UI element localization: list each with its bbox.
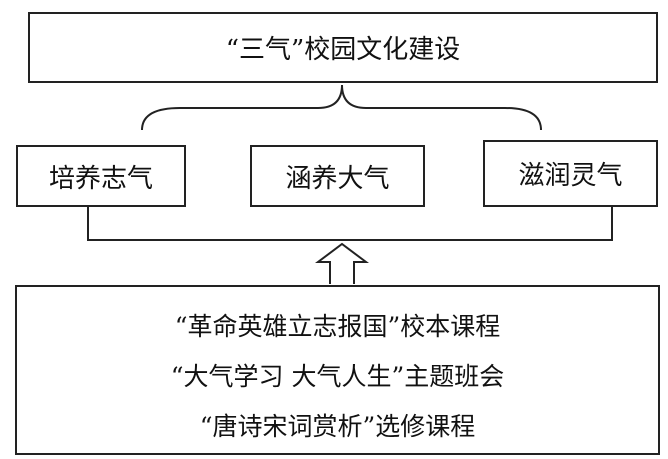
bottom-line-3: “唐诗宋词赏析”选修课程 [199, 412, 476, 441]
middle-box-2: 涵养大气 [250, 145, 425, 207]
bracket [87, 205, 613, 241]
brace [141, 84, 542, 131]
bottom-line-2: “大气学习 大气人生”主题班会 [170, 362, 505, 391]
middle-box-1: 培养志气 [16, 145, 186, 207]
bottom-box: “革命英雄立志报国”校本课程 “大气学习 大气人生”主题班会 “唐诗宋词赏析”选… [15, 285, 660, 455]
up-arrow-icon [315, 242, 369, 284]
bottom-line-1: “革命英雄立志报国”校本课程 [174, 312, 501, 341]
top-box: “三气”校园文化建设 [28, 12, 658, 83]
middle-box-3: 滋润灵气 [483, 140, 658, 207]
